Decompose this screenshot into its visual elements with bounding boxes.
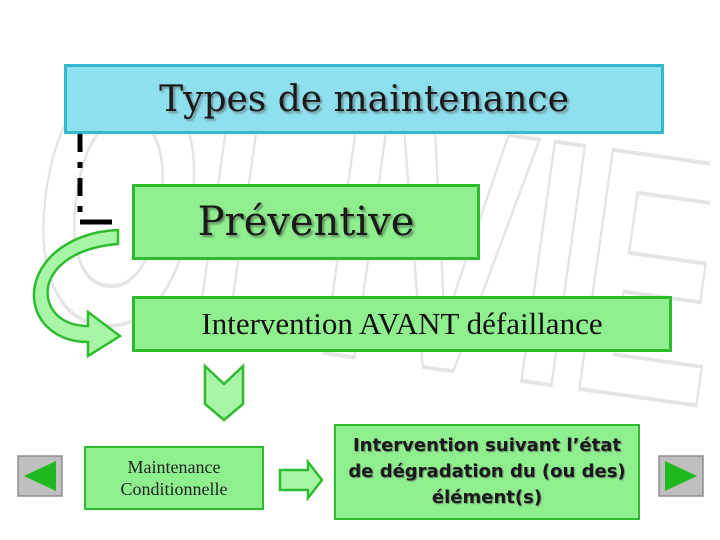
- chevron-down-arrow-icon: [203, 363, 245, 422]
- title-text: Types de maintenance: [159, 78, 569, 120]
- back-button[interactable]: [17, 455, 63, 497]
- intervention-box: Intervention AVANT défaillance: [132, 296, 672, 352]
- title-box: Types de maintenance: [64, 64, 664, 134]
- preventive-text: Préventive: [197, 199, 415, 245]
- preventive-box: Préventive: [132, 184, 480, 260]
- curved-arrow-icon: [32, 228, 123, 359]
- triangle-right-icon: [665, 461, 697, 491]
- right-arrow-icon: [278, 458, 324, 502]
- etat-text: Intervention suivant l’état de dégradati…: [348, 435, 626, 508]
- etat-box: Intervention suivant l’état de dégradati…: [334, 424, 640, 520]
- triangle-left-icon: [24, 461, 56, 491]
- intervention-text: Intervention AVANT défaillance: [201, 306, 603, 341]
- dashed-connector: [77, 134, 112, 225]
- conditionnelle-text: Maintenance Conditionnelle: [120, 457, 228, 499]
- forward-button[interactable]: [658, 455, 704, 497]
- conditionnelle-box: Maintenance Conditionnelle: [84, 446, 264, 510]
